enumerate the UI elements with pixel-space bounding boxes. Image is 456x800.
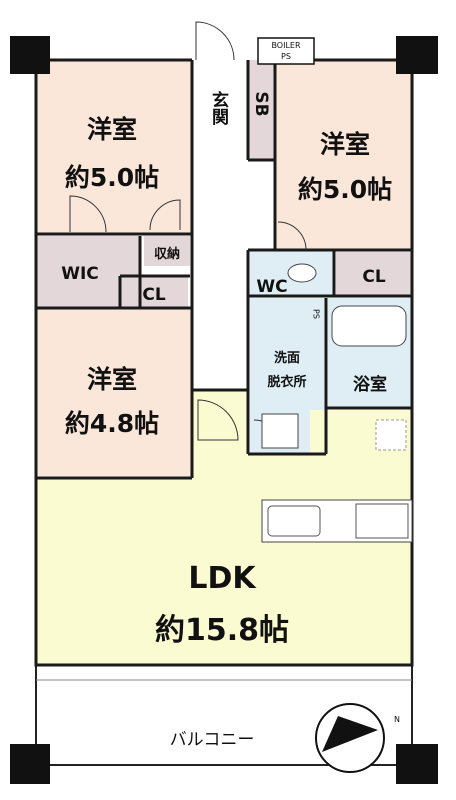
pillar-se — [396, 744, 438, 784]
fridge-space — [375, 419, 407, 451]
bedroom-ne-name: 洋室 — [320, 130, 370, 159]
bedroom-w-area — [36, 308, 192, 476]
kitchen-sink — [267, 505, 321, 537]
washroom-label-1: 洗面 — [274, 350, 300, 366]
toilet-fixture — [287, 263, 317, 283]
toilet-label: WC — [256, 277, 287, 297]
closet-w-area — [120, 276, 188, 308]
bedroom-ne-size: 約5.0帖 — [298, 175, 392, 204]
wic-label: WIC — [61, 264, 99, 284]
bedroom-w-size: 約4.8帖 — [65, 409, 159, 438]
ldk-area — [36, 390, 412, 665]
pillar-nw — [10, 36, 50, 74]
boiler-label: BOILER — [271, 41, 301, 50]
walls — [34, 58, 414, 667]
bedroom-ne-area — [275, 60, 414, 250]
compass: N — [315, 703, 400, 773]
shoe-box-area — [248, 60, 274, 160]
entrance-label: 玄関 — [208, 90, 229, 125]
wash-basin — [261, 413, 299, 449]
closet-e-area — [336, 252, 412, 296]
bedroom-nw-area — [36, 60, 192, 234]
ldk-size: 約15.8帖 — [155, 613, 289, 648]
closet-w-label: CL — [142, 285, 165, 305]
ps-small-label: PS — [312, 309, 321, 319]
compass-arrow-icon — [322, 716, 378, 752]
stove — [355, 503, 409, 539]
balcony-label: バルコニー — [170, 730, 255, 750]
bedroom-nw-name: 洋室 — [87, 115, 137, 144]
ldk-name: LDK — [188, 561, 257, 596]
closet-e-label: CL — [362, 267, 385, 287]
bathroom-label: 浴室 — [353, 374, 387, 395]
bathtub — [331, 305, 407, 347]
washroom-label-2: 脱衣所 — [267, 374, 306, 390]
storage-label: 収納 — [154, 246, 180, 262]
bedroom-nw-size: 約5.0帖 — [65, 163, 159, 192]
boiler-ps-box — [257, 37, 315, 65]
compass-north-label: N — [394, 715, 400, 724]
bedroom-w-name: 洋室 — [87, 365, 137, 394]
shoe-box-label: SB — [251, 91, 271, 116]
pillar-sw — [10, 744, 50, 784]
pillar-ne — [396, 36, 438, 74]
boiler-ps-label: PS — [281, 52, 291, 61]
storage-area — [144, 236, 190, 266]
